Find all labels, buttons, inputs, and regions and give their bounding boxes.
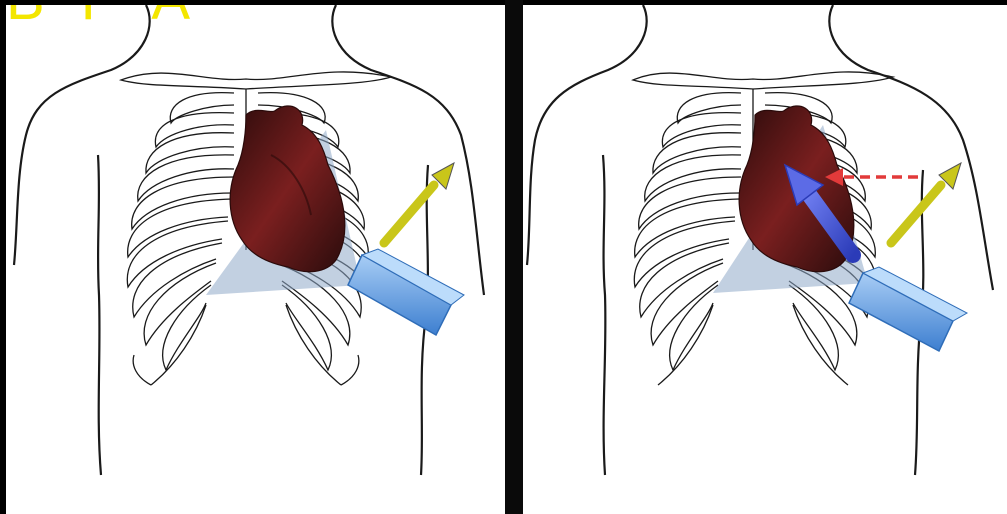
right-diagram-panel: [523, 5, 1007, 514]
tilt-arrow-icon: [891, 163, 961, 243]
panel-caption: B P A: [6, 5, 200, 29]
left-diagram: [6, 5, 505, 514]
right-diagram: [523, 5, 1007, 514]
ultrasound-probe-icon: [849, 267, 967, 351]
left-diagram-panel: B P A: [6, 5, 505, 514]
ultrasound-probe-icon: [348, 249, 464, 335]
dashed-arrow-icon: [825, 168, 918, 186]
tilt-arrow-icon: [384, 163, 454, 243]
panel-divider: [505, 0, 523, 514]
heart-icon: [230, 106, 345, 272]
